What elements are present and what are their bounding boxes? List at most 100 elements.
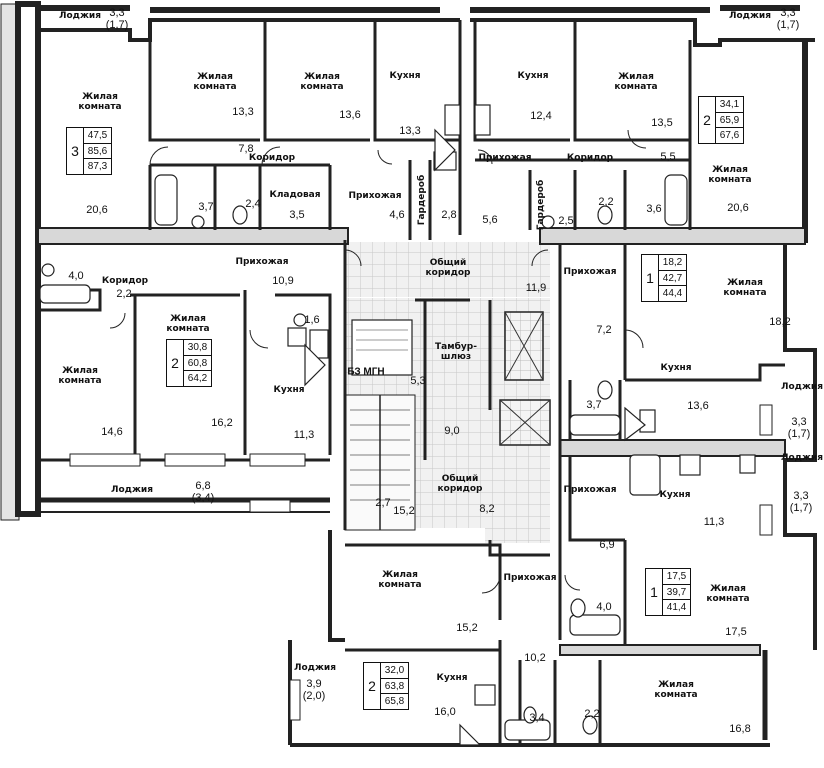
area-bath-3: 4,0 <box>68 270 84 282</box>
total-area: 65,9 <box>716 113 743 129</box>
label-living-7: Жилая комната <box>166 314 210 334</box>
apartment-rooms: 3 <box>67 128 84 174</box>
area-hall-2: 4,6 <box>389 209 405 221</box>
area-stair-1: 2,7 <box>375 497 391 509</box>
total-area: 42,7 <box>659 271 686 287</box>
apartment-areas: 18,2 42,7 44,4 <box>659 255 686 301</box>
area-corridor-1: 7,8 <box>238 143 254 155</box>
apartment-rooms: 1 <box>642 255 659 301</box>
living-area: 32,0 <box>381 663 408 679</box>
living-area: 30,8 <box>184 340 211 356</box>
label-common-corridor-2: Общий коридор <box>437 474 483 494</box>
area-wc-1: 2,4 <box>245 198 261 210</box>
area-kitchen-2: 12,4 <box>530 110 552 122</box>
apartment-areas: 34,1 65,9 67,6 <box>716 97 743 143</box>
area-storage: 3,5 <box>289 209 305 221</box>
apartment-summary-3: 2 30,8 60,8 64,2 <box>166 339 212 387</box>
label-loggia-right-1: Лоджия <box>781 382 823 392</box>
area-lift-hall: 9,0 <box>444 425 460 437</box>
area-kitchen-1: 13,3 <box>399 125 421 137</box>
apartment-summary-2: 2 34,1 65,9 67,6 <box>698 96 744 144</box>
label-living-4: Жилая комната <box>614 72 658 92</box>
label-kitchen-5: Кухня <box>659 490 691 500</box>
label-hall-3: Прихожая <box>235 257 289 267</box>
label-loggia-top-right: Лоджия <box>729 11 771 21</box>
living-area: 17,5 <box>663 569 690 585</box>
area-living-8: 14,6 <box>101 426 123 438</box>
area-loggia-bottom: 3,9 (2,0) <box>302 678 326 702</box>
area-kitchen-4: 13,6 <box>687 400 709 412</box>
apartment-areas: 17,5 39,7 41,4 <box>663 569 690 615</box>
label-living-2: Жилая комната <box>193 72 237 92</box>
label-kitchen-6: Кухня <box>436 673 468 683</box>
apartment-rooms: 2 <box>364 663 381 709</box>
label-living-11: Жилая комната <box>654 680 698 700</box>
label-loggia-top-left: Лоджия <box>59 11 101 21</box>
area-loggia-tr: 3,3 (1,7) <box>776 7 800 31</box>
area-living-10: 17,5 <box>725 626 747 638</box>
label-wardrobe-1: Гардероб <box>417 174 427 226</box>
area-stair-2: 15,2 <box>393 505 415 517</box>
label-living-5: Жилая комната <box>708 165 752 185</box>
label-loggia-bottom: Лоджия <box>294 663 336 673</box>
apartment-rooms: 2 <box>167 340 184 386</box>
total-area: 85,6 <box>84 144 111 160</box>
label-wardrobe-2: Гардероб <box>536 179 546 231</box>
area-common-corridor-1: 11,9 <box>525 282 547 294</box>
area-corridor-3: 2,2 <box>116 288 132 300</box>
apartment-rooms: 2 <box>699 97 716 143</box>
total-area-with-loggia: 65,8 <box>384 696 405 708</box>
area-living-11: 16,8 <box>729 723 751 735</box>
total-area-with-loggia: 87,3 <box>87 161 108 173</box>
apartment-areas: 47,5 85,6 87,3 <box>84 128 111 174</box>
area-living-2: 13,3 <box>232 106 254 118</box>
area-bath-1: 3,7 <box>198 201 214 213</box>
label-loggia-right-2: Лоджия <box>781 453 823 463</box>
label-hall-1: Прихожая <box>478 153 532 163</box>
area-hall-6: 10,2 <box>524 652 546 664</box>
apartment-areas: 30,8 60,8 64,2 <box>184 340 211 386</box>
area-living-6: 18,2 <box>769 316 791 328</box>
total-area-with-loggia: 44,4 <box>662 288 683 300</box>
apartment-summary-4: 1 18,2 42,7 44,4 <box>641 254 687 302</box>
label-living-8: Жилая комната <box>58 366 102 386</box>
area-bath-4: 3,7 <box>586 399 602 411</box>
apartment-summary-5: 1 17,5 39,7 41,4 <box>645 568 691 616</box>
apartment-summary-6: 2 32,0 63,8 65,8 <box>363 662 409 710</box>
area-living-4: 13,5 <box>651 117 673 129</box>
apartment-areas: 32,0 63,8 65,8 <box>381 663 408 709</box>
area-bath-6: 3,4 <box>529 712 545 724</box>
label-corridor-3: Коридор <box>101 276 149 286</box>
area-living-1: 20,6 <box>86 204 108 216</box>
label-kitchen-2: Кухня <box>517 71 549 81</box>
living-area: 18,2 <box>659 255 686 271</box>
label-hall-5: Прихожая <box>563 485 617 495</box>
label-living-1: Жилая комната <box>78 92 122 112</box>
area-bath-5: 4,0 <box>596 601 612 613</box>
area-wardrobe-1: 2,8 <box>441 209 457 221</box>
area-living-5: 20,6 <box>727 202 749 214</box>
area-wc-6: 2,2 <box>584 708 600 720</box>
apartment-summary-1: 3 47,5 85,6 87,3 <box>66 127 112 175</box>
area-hall-3: 10,9 <box>272 275 294 287</box>
label-kitchen-4: Кухня <box>660 363 692 373</box>
area-wardrobe-2: 2,5 <box>558 215 574 227</box>
label-corridor-1: Коридор <box>248 153 296 163</box>
area-loggia-r2: 3,3 (1,7) <box>789 490 813 514</box>
label-hall-4: Прихожая <box>563 267 617 277</box>
label-loggia-bottom-left: Лоджия <box>111 485 153 495</box>
total-area: 63,8 <box>381 679 408 695</box>
area-living-9: 15,2 <box>456 622 478 634</box>
area-kitchen-3: 11,3 <box>293 429 315 441</box>
label-hall-6: Прихожая <box>503 573 557 583</box>
area-bath-2: 3,6 <box>646 203 662 215</box>
total-area-with-loggia: 41,4 <box>666 602 687 614</box>
label-living-10: Жилая комната <box>706 584 750 604</box>
area-hall-5: 6,9 <box>599 539 615 551</box>
interior-walls <box>40 20 785 745</box>
sanitary-fixtures <box>39 104 756 746</box>
label-living-3: Жилая комната <box>300 72 344 92</box>
door-swings <box>109 129 647 594</box>
total-area: 60,8 <box>184 356 211 372</box>
